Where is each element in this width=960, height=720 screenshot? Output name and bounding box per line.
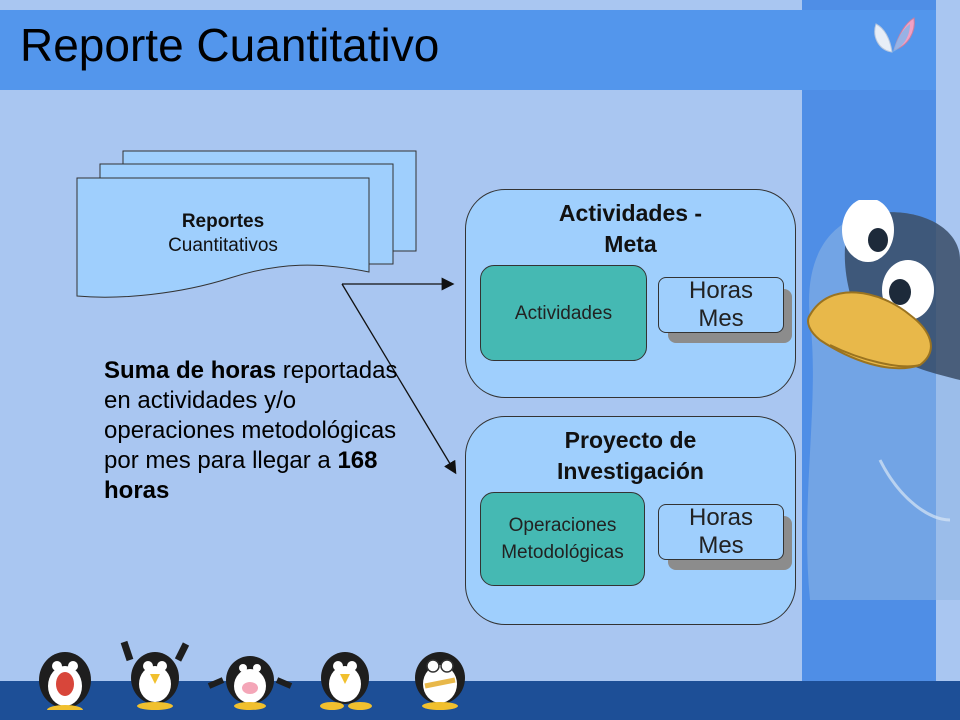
hours-month-box: Horas Mes (658, 504, 784, 560)
penguin-icon (39, 652, 91, 710)
panel-proyecto-investigacion: Proyecto de Investigación Operaciones Me… (465, 416, 796, 625)
butterfly-logo-icon (874, 17, 915, 53)
month-label: Mes (698, 532, 744, 559)
penguin-mascot-icon (807, 200, 960, 600)
panel-title: Proyecto de Investigación (557, 427, 704, 484)
arrow-to-proyecto (341, 283, 457, 475)
month-label: Mes (698, 305, 744, 332)
penguin-icon (320, 652, 372, 710)
hours-label: Horas (688, 277, 754, 304)
penguin-icon (415, 652, 465, 710)
panel-actividades-meta: Actividades - Meta Actividades Horas Mes (465, 189, 796, 398)
page-title: Reporte Cuantitativo (20, 19, 440, 71)
penguin-icon (207, 656, 293, 710)
summary-bold-start: Suma de horas (104, 357, 277, 384)
document-label-line2: Cuantitativos (168, 235, 278, 256)
summary-text: Suma de horas reportadas en actividades … (104, 356, 404, 506)
hours-month-box: Horas Mes (658, 277, 784, 333)
summary-middle: reportadas en actividades y/o operacione… (104, 357, 398, 474)
summary-number: 168 (337, 447, 378, 474)
penguin-row (39, 640, 465, 710)
panel-title: Actividades - Meta (558, 200, 703, 257)
operaciones-box: Operaciones Metodológicas (480, 492, 645, 586)
summary-bold-end: horas (104, 477, 170, 504)
document-label-line1: Reportes (181, 211, 265, 232)
document-label: Reportes Cuantitativos (78, 210, 368, 258)
hours-label: Horas (688, 504, 754, 531)
title-band (0, 10, 936, 90)
penguin-icon (120, 640, 190, 710)
actividades-box: Actividades (480, 265, 647, 361)
